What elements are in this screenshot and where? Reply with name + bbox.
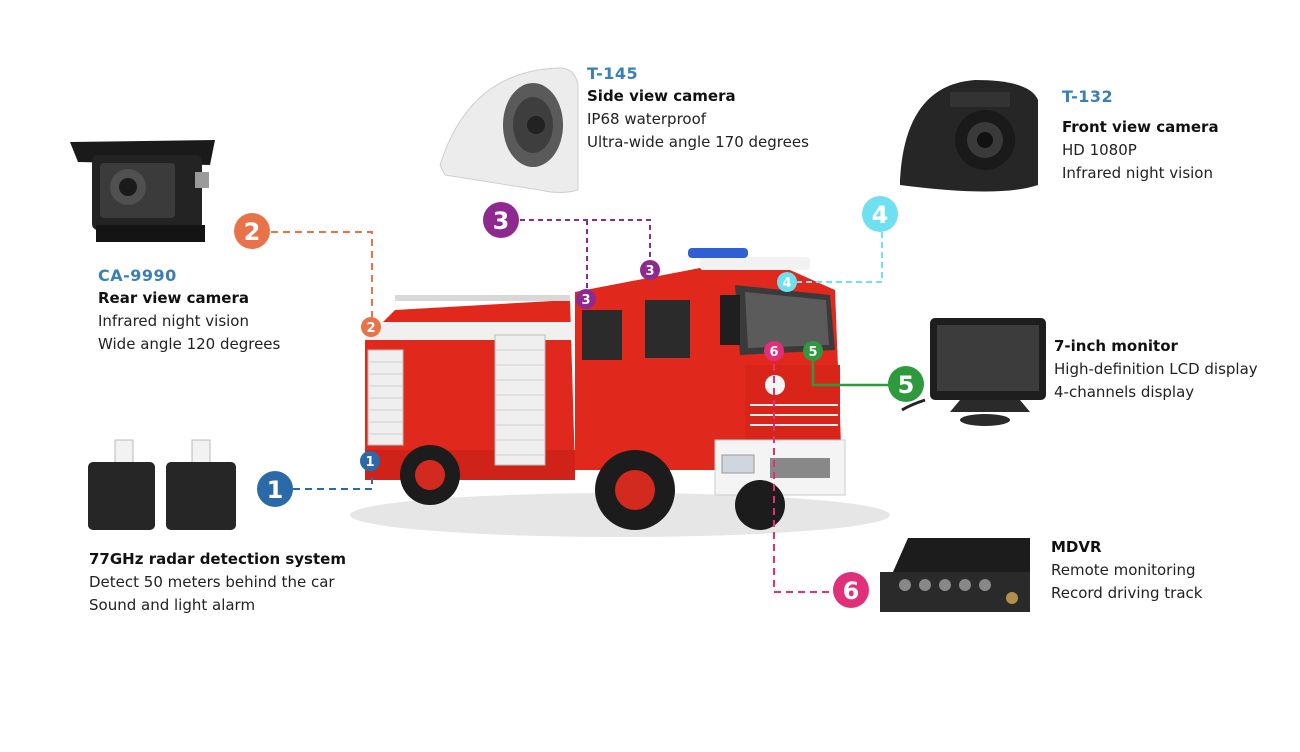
mdvr-info: MDVR Remote monitoring Record driving tr…: [1051, 538, 1202, 605]
fire-truck-image: [350, 248, 890, 537]
mdvr-line-1: Remote monitoring: [1051, 561, 1196, 579]
side-camera-title: Side view camera: [587, 87, 736, 105]
badge-6: 6: [833, 572, 869, 608]
badge-3: 3: [483, 202, 519, 238]
svg-text:2: 2: [244, 218, 261, 246]
badge-1: 1: [257, 471, 293, 507]
front-camera-model: T-132: [1062, 87, 1114, 106]
badge-4: 4: [862, 196, 898, 232]
svg-text:5: 5: [898, 371, 915, 399]
badge-3-small-right: 3: [640, 260, 660, 280]
svg-text:2: 2: [366, 321, 375, 336]
badge-6-small: 6: [764, 341, 784, 361]
svg-text:3: 3: [493, 207, 510, 235]
monitor-line-1: High-definition LCD display: [1054, 360, 1258, 378]
mdvr-line-2: Record driving track: [1051, 584, 1203, 602]
badge-2: 2: [234, 213, 270, 249]
mdvr-image: [880, 538, 1030, 612]
badge-1-small: 1: [360, 451, 380, 471]
front-camera-info: T-132 Front view camera HD 1080P Infrare…: [1062, 87, 1219, 185]
side-camera-model: T-145: [587, 64, 639, 83]
radar-units-image: [88, 439, 236, 530]
monitor-line-2: 4-channels display: [1054, 383, 1195, 401]
svg-text:1: 1: [267, 476, 284, 504]
connector-6: [773, 352, 833, 593]
connector-1: [293, 462, 373, 490]
badge-4-small: 4: [777, 272, 797, 292]
rear-camera-line-1: Infrared night vision: [98, 312, 249, 330]
rear-camera-line-2: Wide angle 120 degrees: [98, 335, 281, 353]
connector-3: [520, 219, 651, 297]
monitor-image: [901, 318, 1046, 426]
svg-text:1: 1: [365, 455, 374, 470]
front-camera-line-1: HD 1080P: [1062, 141, 1137, 159]
monitor-info: 7-inch monitor High-definition LCD displ…: [1054, 337, 1258, 404]
side-camera-info: T-145 Side view camera IP68 waterproof U…: [587, 64, 809, 154]
badge-5-small: 5: [803, 341, 823, 361]
badge-5: 5: [888, 366, 924, 402]
mdvr-title: MDVR: [1051, 538, 1102, 556]
side-camera-image: [439, 67, 579, 193]
side-camera-line-2: Ultra-wide angle 170 degrees: [587, 133, 809, 151]
badge-3-small-left: 3: [576, 289, 596, 309]
svg-text:3: 3: [581, 293, 590, 308]
radar-line-1: Detect 50 meters behind the car: [89, 573, 335, 591]
radar-line-2: Sound and light alarm: [89, 596, 256, 614]
connector-5: [811, 355, 893, 387]
rear-camera-model: CA-9990: [98, 266, 177, 285]
monitor-title: 7-inch monitor: [1054, 337, 1178, 355]
front-camera-title: Front view camera: [1062, 118, 1219, 136]
svg-text:4: 4: [872, 201, 889, 229]
front-camera-image: [900, 80, 1038, 192]
svg-text:5: 5: [808, 345, 817, 360]
badge-2-small: 2: [361, 317, 381, 337]
rear-camera-image: [70, 140, 215, 242]
svg-text:4: 4: [782, 276, 791, 291]
connector-2: [271, 231, 373, 327]
rear-camera-info: CA-9990 Rear view camera Infrared night …: [98, 266, 280, 356]
front-camera-line-2: Infrared night vision: [1062, 164, 1213, 182]
connector-4: [787, 232, 883, 283]
svg-text:6: 6: [843, 577, 860, 605]
svg-text:3: 3: [645, 264, 654, 279]
side-camera-line-1: IP68 waterproof: [587, 110, 707, 128]
radar-info: 77GHz radar detection system Detect 50 m…: [89, 550, 346, 617]
radar-title: 77GHz radar detection system: [89, 550, 346, 568]
rear-camera-title: Rear view camera: [98, 289, 249, 307]
svg-text:6: 6: [769, 345, 778, 360]
